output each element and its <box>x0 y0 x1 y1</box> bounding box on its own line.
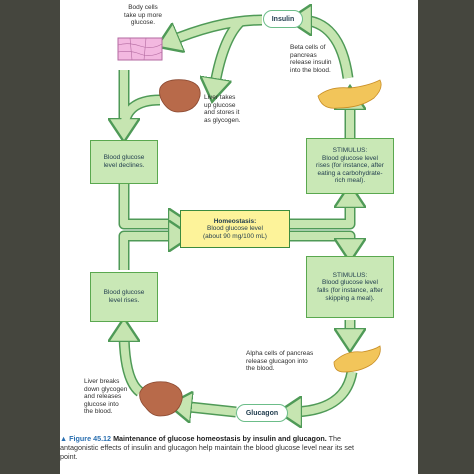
homeostasis-title: Homeostasis: <box>213 217 257 225</box>
stimulus-rises-text: Blood glucose level rises (for instance,… <box>316 154 384 185</box>
figure-caption: ▲ Figure 45.12 Maintenance of glucose ho… <box>60 434 360 461</box>
declines-text: Blood glucose level declines. <box>103 154 145 169</box>
homeostasis-text: Blood glucose level (about 90 mg/100 mL) <box>203 225 267 240</box>
body-cells-label: Body cells take up more glucose. <box>124 4 162 27</box>
pancreas-icon-bottom <box>333 345 381 373</box>
alpha-cells-label: Alpha cells of pancreas release glucagon… <box>246 350 314 373</box>
stimulus-falls-title: STIMULUS: <box>332 271 368 279</box>
liver-icon-top <box>159 79 201 113</box>
insulin-pill: Insulin <box>263 10 303 28</box>
arrow-declines-to-homeo <box>118 182 180 230</box>
caption-title: Maintenance of glucose homeostasis by in… <box>113 434 327 443</box>
arrow-rises-to-homeo <box>118 230 180 270</box>
caption-text: The antagonistic effects of insulin and … <box>60 434 354 461</box>
stimulus-falls-text: Blood glucose level falls (for instance,… <box>317 279 383 302</box>
dark-frame <box>418 0 474 474</box>
homeostasis-box: Homeostasis: Blood glucose level (about … <box>180 210 290 248</box>
liver-takes-label: Liver takes up glucose and stores it as … <box>204 94 241 124</box>
rises-text: Blood glucose level rises. <box>103 289 145 304</box>
beta-cells-label: Beta cells of pancreas release insulin i… <box>290 44 332 74</box>
glucagon-pill: Glucagon <box>236 404 288 422</box>
stimulus-falls-box: STIMULUS: Blood glucose level falls (for… <box>306 256 394 318</box>
pancreas-icon-top <box>317 79 382 109</box>
stimulus-rises-box: STIMULUS: Blood glucose level rises (for… <box>306 138 394 194</box>
caption-figure-number: ▲ Figure 45.12 <box>60 434 112 443</box>
stimulus-rises-title: STIMULUS: <box>332 147 368 155</box>
liver-icon-bottom <box>139 381 183 417</box>
body-cells-icon <box>117 37 163 61</box>
declines-box: Blood glucose level declines. <box>90 140 158 184</box>
liver-breaks-label: Liver breaks down glycogen and releases … <box>84 378 128 416</box>
rises-box: Blood glucose level rises. <box>90 272 158 322</box>
arrow-homeo-up <box>290 196 356 230</box>
